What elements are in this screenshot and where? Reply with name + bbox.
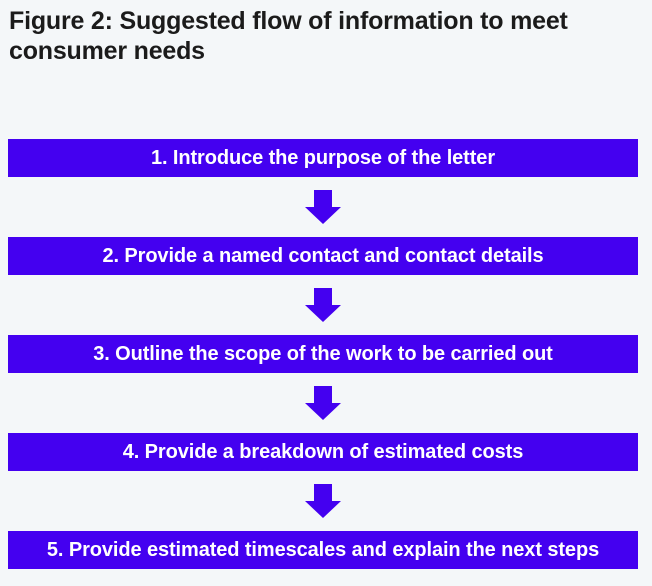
arrow-down-icon	[305, 484, 341, 518]
flow-connector-1-2	[8, 177, 638, 237]
flow-step-2-label: 2. Provide a named contact and contact d…	[102, 245, 544, 267]
flow-connector-2-3	[8, 275, 638, 335]
flow-step-5-label: 5. Provide estimated timescales and expl…	[46, 539, 600, 561]
flowchart: 1. Introduce the purpose of the letter 2…	[8, 139, 638, 569]
flow-connector-4-5	[8, 471, 638, 531]
arrow-down-icon	[305, 288, 341, 322]
flow-step-5: 5. Provide estimated timescales and expl…	[8, 531, 638, 569]
flow-connector-3-4	[8, 373, 638, 433]
arrow-down-icon	[305, 190, 341, 224]
flow-step-1: 1. Introduce the purpose of the letter	[8, 139, 638, 177]
figure-title: Figure 2: Suggested flow of information …	[9, 7, 568, 65]
flow-step-4: 4. Provide a breakdown of estimated cost…	[8, 433, 638, 471]
flow-step-4-label: 4. Provide a breakdown of estimated cost…	[122, 441, 524, 463]
flow-step-3: 3. Outline the scope of the work to be c…	[8, 335, 638, 373]
flow-step-2: 2. Provide a named contact and contact d…	[8, 237, 638, 275]
flow-step-1-label: 1. Introduce the purpose of the letter	[150, 147, 495, 169]
flow-step-3-label: 3. Outline the scope of the work to be c…	[93, 343, 553, 365]
arrow-down-icon	[305, 386, 341, 420]
